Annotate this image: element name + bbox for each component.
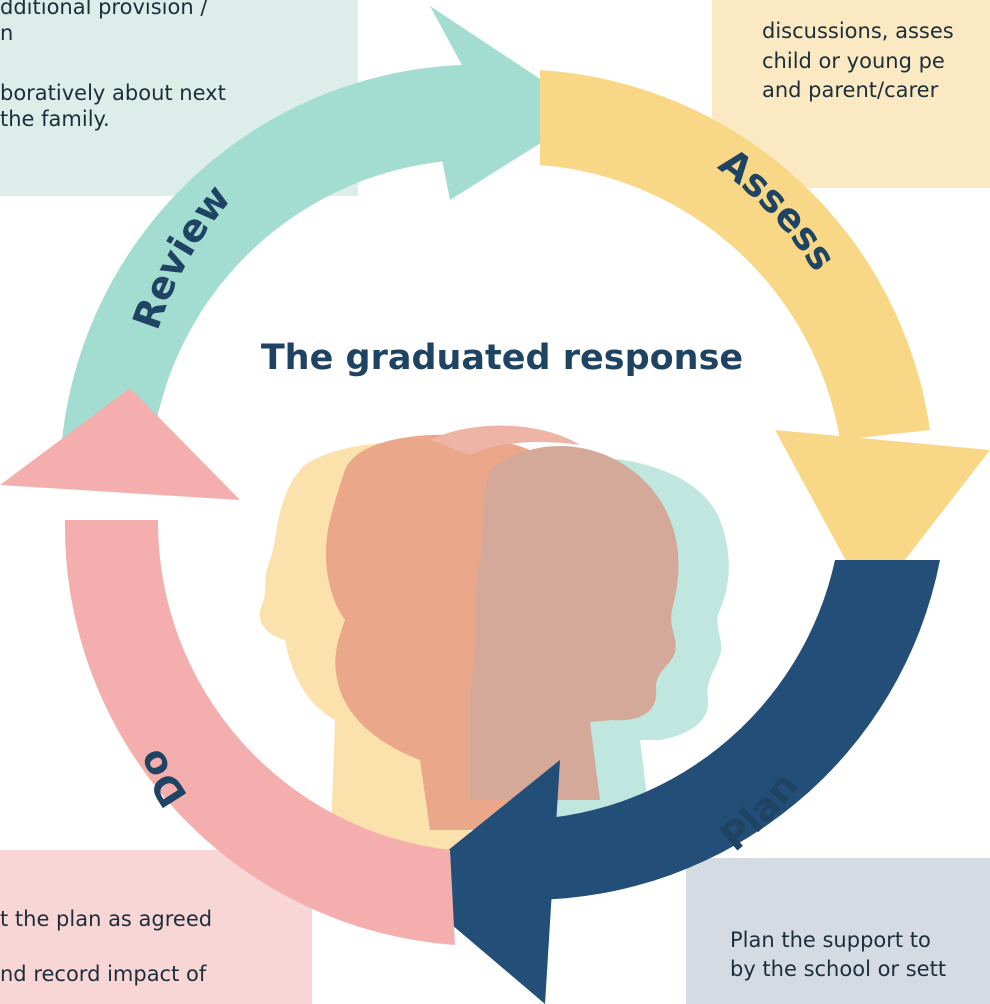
review-text-line: n — [0, 21, 14, 45]
review-text-line: boratively about next — [0, 81, 226, 105]
plan-description-box: Plan the support to by the school or set… — [686, 858, 990, 1004]
assess-text-line: discussions, asses — [762, 19, 954, 43]
do-arrow — [0, 388, 456, 945]
plan-arrow — [405, 560, 940, 1004]
review-arrow — [62, 6, 590, 440]
plan-text-line: by the school or sett — [730, 957, 947, 981]
do-text-line: nd record impact of — [0, 962, 207, 986]
review-text-line: dditional provision / — [0, 0, 208, 19]
do-text-line: t the plan as agreed — [0, 907, 213, 931]
diagram-title: The graduated response — [260, 338, 744, 378]
children-silhouettes-image — [259, 425, 729, 860]
assess-arrow — [540, 70, 990, 605]
plan-text-line: Plan the support to — [730, 928, 931, 952]
review-text-line: the family. — [0, 107, 110, 131]
review-description-box: dditional provision / n boratively about… — [0, 0, 358, 196]
assess-text-line: and parent/carer — [762, 78, 939, 102]
assess-text-line: child or young pe — [762, 49, 945, 73]
